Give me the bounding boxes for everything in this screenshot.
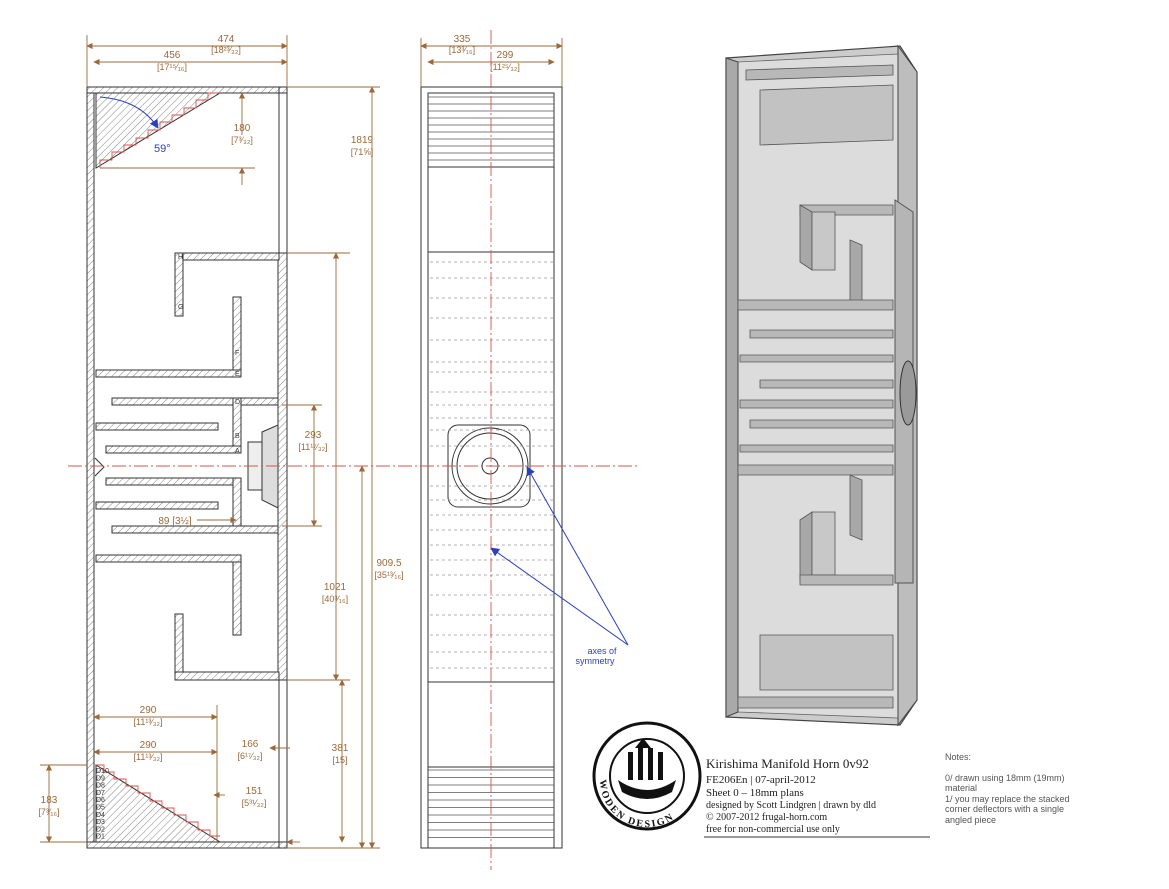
dim-1021: 1021 <box>324 582 347 593</box>
deflector-label: D6 <box>96 797 105 804</box>
dim-293: 293 <box>305 430 322 441</box>
dim-381-in: [15] <box>332 755 347 765</box>
deflector-label: D7 <box>96 790 105 797</box>
bottom-deflector <box>95 764 222 843</box>
dim-299: 299 <box>497 50 514 61</box>
panel-a <box>105 445 242 454</box>
dim-166: 166 <box>242 739 259 750</box>
blue-annotations <box>99 96 629 646</box>
notes-line-2: 1/ you may replace the stacked <box>945 794 1070 804</box>
dim-290a: 290 <box>140 705 157 716</box>
dim-151: 151 <box>246 786 263 797</box>
panel-letter: B <box>235 433 240 440</box>
panel-d2 <box>111 525 279 534</box>
iso-view <box>725 44 918 727</box>
woden-logo <box>592 721 702 831</box>
dim-290b: 290 <box>140 740 157 751</box>
deflector-steps <box>96 92 220 837</box>
dim-89: 89 [3½] <box>158 516 192 527</box>
dim-180-in: [7³⁄₃₂] <box>231 135 253 145</box>
dim-1819-in: [71⅝] <box>351 147 374 157</box>
dim-151-in: [5³¹⁄₃₂] <box>242 798 267 808</box>
dim-456-in: [17¹⁵⁄₁₆] <box>157 62 187 72</box>
dim-381: 381 <box>332 743 349 754</box>
dim-183: 183 <box>41 795 58 806</box>
svg-text:WODEN DESIGN: WODEN DESIGN <box>597 779 677 830</box>
front-hidden-lines <box>430 261 553 669</box>
center-lines <box>68 30 640 870</box>
dim-474: 474 <box>218 34 235 45</box>
plan-driver-date: FE206En | 07-april-2012 <box>706 774 816 786</box>
plan-sheet: Sheet 0 – 18mm plans <box>706 787 804 799</box>
deflector-label: D1 <box>96 834 105 841</box>
panel-c <box>95 422 219 431</box>
notes-line-4: angled piece <box>945 815 996 825</box>
panel-letter: G <box>178 304 183 311</box>
panel-e <box>95 369 242 378</box>
dim-290b-in: [11¹³⁄₃₂] <box>134 752 163 762</box>
top-deflector <box>95 92 222 169</box>
plan-title: Kirishima Manifold Horn 0v92 <box>706 756 869 771</box>
dim-474-in: [18²³⁄₃₂] <box>211 45 241 55</box>
notes-heading: Notes: <box>945 752 971 762</box>
dim-1021-in: [40³⁄₁₆] <box>322 594 348 604</box>
driver-surround <box>456 432 524 500</box>
side-view <box>86 86 288 849</box>
dim-180: 180 <box>234 123 251 134</box>
deflector-label: D9 <box>96 775 105 782</box>
notes-line-1: material <box>945 783 977 793</box>
dim-299-in: [11²⁵⁄₃₂] <box>490 62 520 72</box>
panel-c2 <box>95 501 219 510</box>
plan-license: free for non-commercial use only <box>706 824 840 835</box>
deflector-label: D4 <box>96 812 105 819</box>
dim-293-in: [11¹⁷⁄₃₂] <box>298 442 327 452</box>
dim-456: 456 <box>164 50 181 61</box>
panel-letter: A <box>235 448 240 455</box>
deflector-label: D8 <box>96 783 105 790</box>
plan-copyright: © 2007-2012 frugal-horn.com <box>706 812 827 823</box>
panel-letter: D <box>235 399 240 406</box>
panel-letter: E <box>235 371 240 378</box>
deflector-label: D10 <box>96 768 109 775</box>
notes-line-0: 0/ drawn using 18mm (19mm) <box>945 773 1065 783</box>
dim-290a-in: [11¹³⁄₃₂] <box>134 717 163 727</box>
panel-h2 <box>174 671 280 681</box>
panel-g <box>174 252 184 317</box>
dim-166-in: [6¹⁷⁄₃₂] <box>238 751 263 761</box>
axes-label-1: axes of <box>587 646 617 656</box>
panel-e2 <box>95 554 242 563</box>
deflector-label: D5 <box>96 805 105 812</box>
axes-label-2: symmetry <box>576 656 615 666</box>
dimension-lines <box>40 35 563 849</box>
dim-183-in: [7³⁄₁₆] <box>38 807 59 817</box>
dim-909: 909.5 <box>376 558 401 569</box>
dim-1819: 1819 <box>351 135 374 146</box>
deflector-label: D2 <box>96 826 105 833</box>
angle-label: 59° <box>154 143 171 155</box>
dim-335: 335 <box>454 34 471 45</box>
plan-designer: designed by Scott Lindgren | drawn by dl… <box>706 800 876 811</box>
panel-letter: H <box>178 254 183 261</box>
dim-335-in: [13³⁄₁₆] <box>449 45 475 55</box>
logo-text: WODEN DESIGN <box>597 779 675 830</box>
dim-909-in: [35¹³⁄₁₆] <box>374 570 403 580</box>
deflector-label: D3 <box>96 819 105 826</box>
throat-vent <box>94 457 105 477</box>
panel-f2 <box>232 561 242 636</box>
panel-letter: F <box>235 350 239 357</box>
panel-d-top <box>111 397 279 406</box>
notes-line-3: corner deflectors with a single <box>945 804 1064 814</box>
